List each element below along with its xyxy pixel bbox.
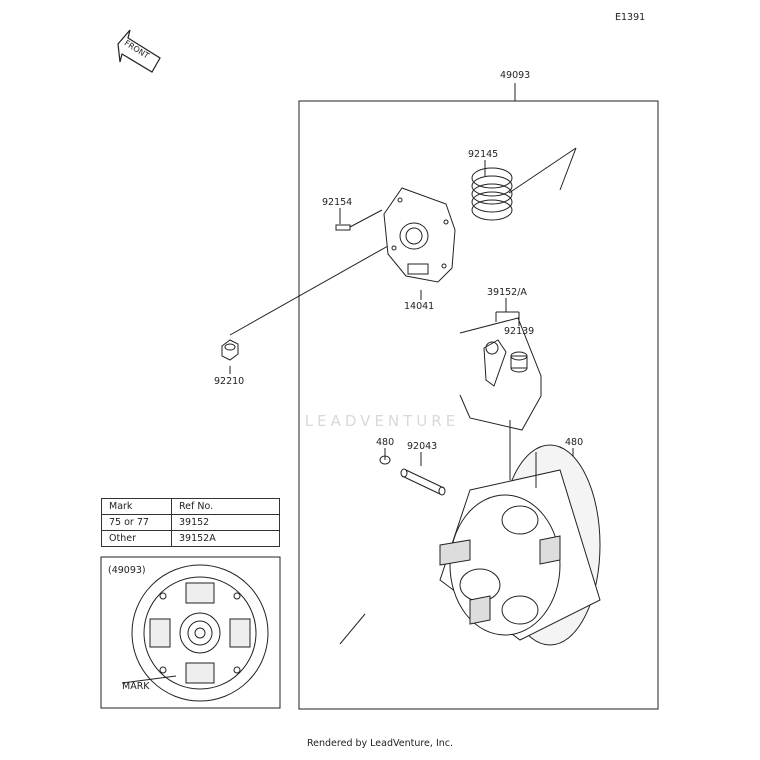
label-39152: 39152/A bbox=[487, 287, 527, 298]
watermark: LEADVENTURE bbox=[304, 412, 460, 430]
reference-table: Mark Ref No. 75 or 77 39152 Other 39152A bbox=[101, 498, 280, 547]
inset-mark-label: MARK bbox=[122, 681, 150, 692]
table-header-row: Mark Ref No. bbox=[101, 498, 280, 515]
footer-credit: Rendered by LeadVenture, Inc. bbox=[306, 738, 454, 749]
pin-92043 bbox=[400, 468, 446, 496]
clutch-body bbox=[439, 420, 601, 646]
table-row: Other 39152A bbox=[101, 530, 280, 547]
label-92210: 92210 bbox=[214, 376, 245, 387]
label-14041: 14041 bbox=[404, 301, 435, 312]
table-cell: 75 or 77 bbox=[101, 514, 172, 531]
spring-92145 bbox=[471, 167, 513, 221]
diagram-id: E1391 bbox=[615, 12, 646, 23]
label-92043: 92043 bbox=[407, 441, 438, 452]
inset-title: (49093) bbox=[108, 565, 146, 576]
table-cell: Other bbox=[101, 530, 172, 547]
inset-frame bbox=[100, 556, 281, 709]
nut-92210 bbox=[221, 339, 239, 361]
table-row: 75 or 77 39152 bbox=[101, 514, 280, 531]
label-92139: 92139 bbox=[504, 326, 535, 337]
table-cell: 39152A bbox=[171, 530, 280, 547]
inset-clutch-face bbox=[121, 564, 269, 702]
assembly-frame bbox=[298, 100, 659, 710]
front-arrow-icon bbox=[117, 29, 161, 73]
label-49093: 49093 bbox=[500, 70, 531, 81]
screw-92154 bbox=[335, 209, 383, 231]
table-header: Ref No. bbox=[171, 498, 280, 515]
cover-14041 bbox=[383, 187, 456, 283]
weight-39152 bbox=[483, 339, 507, 387]
label-480-left: 480 bbox=[376, 437, 395, 448]
label-480-right: 480 bbox=[565, 437, 584, 448]
roller-92139 bbox=[510, 351, 528, 373]
table-header: Mark bbox=[101, 498, 172, 515]
label-92154: 92154 bbox=[322, 197, 353, 208]
oring-left bbox=[379, 455, 391, 465]
table-cell: 39152 bbox=[171, 514, 280, 531]
label-92145: 92145 bbox=[468, 149, 499, 160]
